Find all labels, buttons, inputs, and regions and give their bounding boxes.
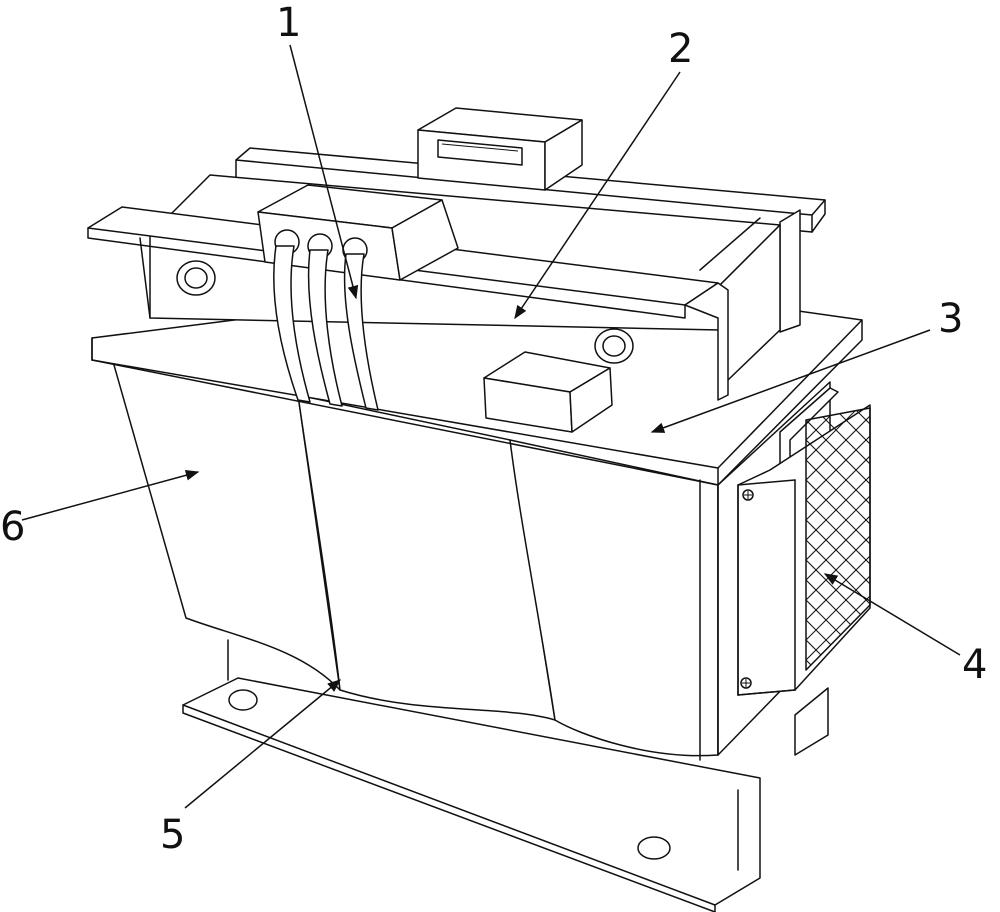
top-terminal-box [417,107,583,191]
base-plate [182,639,829,912]
leader-1 [289,44,359,300]
callout-5: 5 [160,812,185,858]
leader-4 [823,573,961,656]
mesh-line [806,408,870,670]
mounting-hole-right [637,836,671,860]
clamp-bolt-left [176,260,216,296]
callout-2: 2 [668,26,693,72]
mesh-line [806,408,870,670]
cable-junction-box [257,184,459,281]
clamp-bolt-right [594,328,634,364]
mesh-line [806,408,870,670]
mesh-line [986,400,1000,700]
leader-2 [514,71,681,320]
callout-6: 6 [0,504,25,550]
small-box [483,351,613,433]
callout-4: 4 [962,642,987,688]
leader-5 [184,679,342,809]
mesh-line [806,408,870,670]
mesh-line [986,400,1000,700]
mesh-line [806,408,870,670]
leader-6 [21,469,200,521]
mesh-line [806,408,870,670]
mesh-line [806,408,870,670]
callout-3: 3 [938,296,963,342]
ventilation-grille [737,400,1000,700]
mounting-hole-left [228,689,258,711]
leader-3 [650,329,931,433]
coil-right [509,439,719,757]
callout-1: 1 [276,0,301,46]
